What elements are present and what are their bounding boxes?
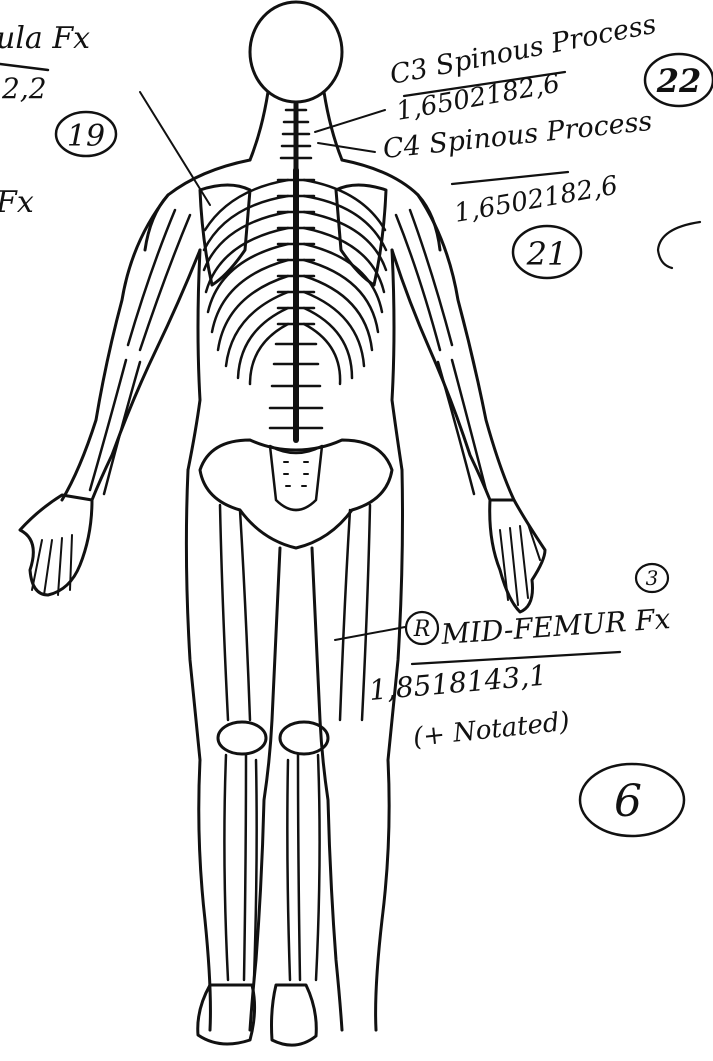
annotation-c4: C4 Spinous Process 1,6502182,6 21 — [381, 106, 700, 278]
right-fingers — [500, 524, 540, 605]
thoracic-lumbar-spine — [270, 170, 322, 440]
left-top-number: 19 — [67, 119, 105, 154]
left-lower-leg-bones — [224, 755, 256, 980]
sacrum — [270, 446, 322, 510]
stray-number: 3 — [646, 566, 659, 590]
c4-number: 21 — [526, 235, 568, 273]
left-foot — [198, 985, 255, 1044]
cervical-spine — [281, 104, 311, 170]
right-leg-outline — [312, 470, 403, 1030]
left-top-code: 2,2 — [1, 72, 47, 105]
femur-leader — [335, 627, 405, 640]
annotation-femur: 3 R MID-FEMUR Fx 1,8518143,1 (+ Notated)… — [368, 564, 684, 836]
right-foot — [272, 985, 317, 1045]
c4-code: 1,6502182,6 — [452, 171, 620, 229]
right-humerus — [396, 210, 452, 350]
left-femur — [220, 505, 250, 720]
femur-code: 1,8518143,1 — [368, 659, 548, 707]
left-hand — [20, 495, 92, 595]
right-arm-outline — [392, 195, 514, 500]
left-top-label: ula Fx — [0, 21, 90, 56]
skull — [250, 2, 342, 102]
femur-marker: R — [413, 617, 431, 642]
annotation-c3: C3 Spinous Process 1,6502182,6 22 — [387, 9, 713, 127]
left-humerus — [128, 210, 190, 350]
c4-leader — [318, 143, 375, 152]
annotation-left-top: ula Fx 2,2 19 Fx — [0, 21, 116, 220]
left-knee — [218, 722, 266, 754]
c3-leader — [315, 110, 385, 132]
sacral-foramina — [284, 462, 308, 486]
right-lower-leg-bones — [287, 755, 319, 980]
partial-circle-mark — [658, 222, 700, 268]
femur-label: MID-FEMUR Fx — [439, 602, 671, 651]
left-forearm-bones — [90, 360, 140, 494]
femur-number: 6 — [614, 776, 642, 827]
shoulder-outline — [145, 160, 440, 250]
c3-number: 22 — [656, 62, 702, 100]
pelvis — [200, 440, 392, 548]
femur-note: (+ Notated) — [412, 707, 571, 753]
left-leg-outline — [186, 470, 280, 1030]
left-mid-label: Fx — [0, 185, 34, 220]
skeleton-figure — [20, 2, 545, 1045]
right-femur — [340, 505, 370, 720]
